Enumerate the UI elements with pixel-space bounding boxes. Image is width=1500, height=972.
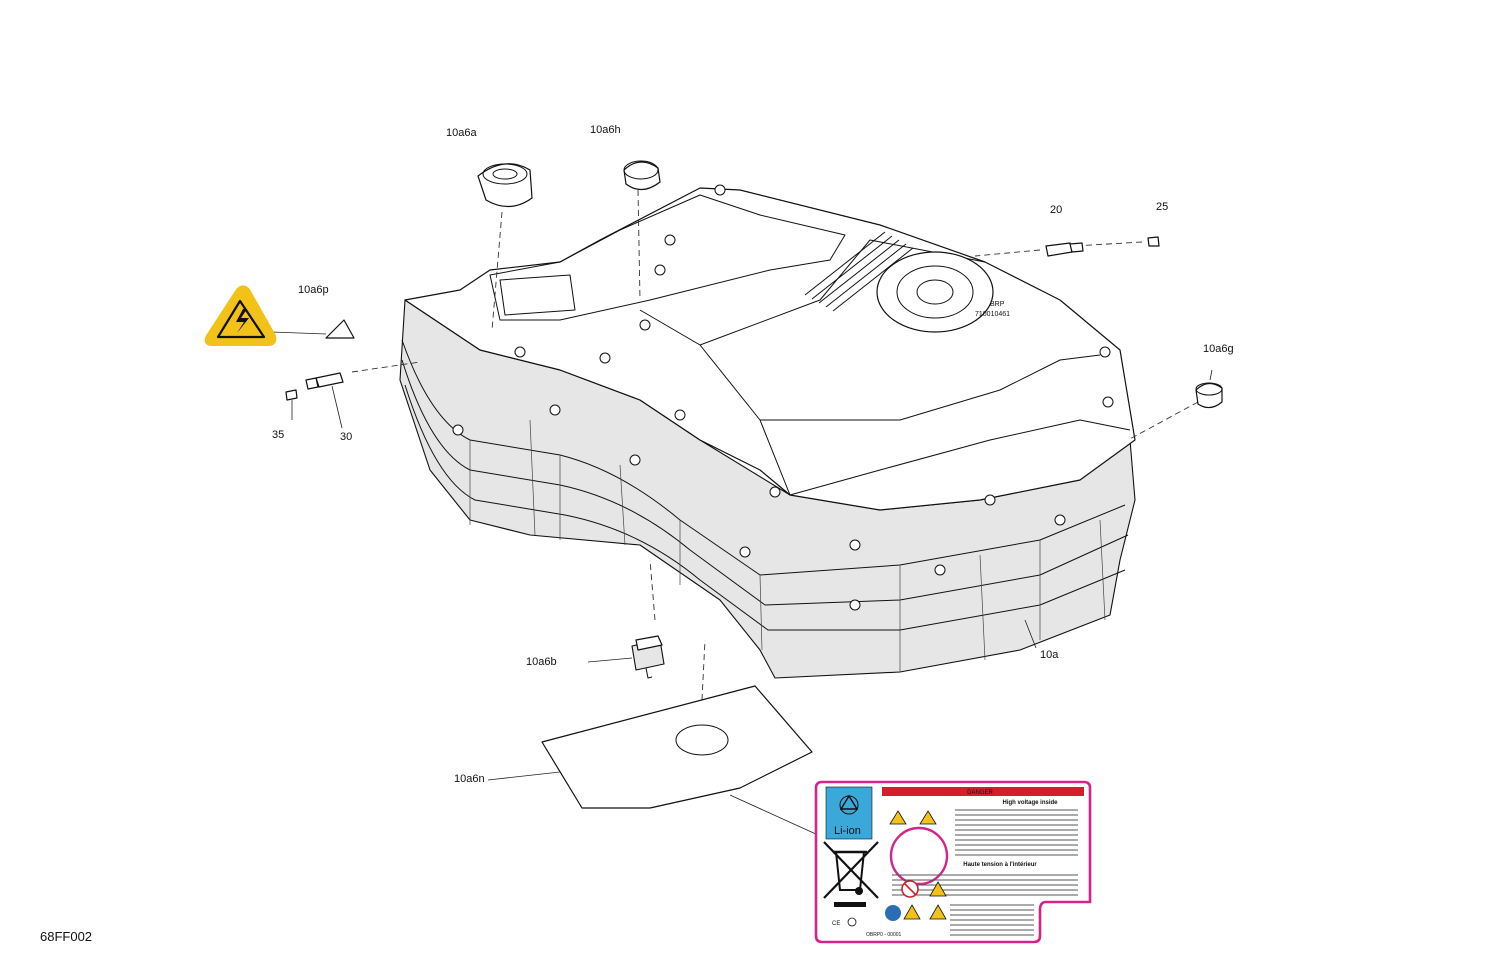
part-25-screw xyxy=(1147,236,1160,247)
corrosive-hazard-icon xyxy=(929,881,947,897)
part-10a6a-grommet xyxy=(477,163,533,208)
label-footer-text: OBRP0 - 00001 xyxy=(866,932,902,938)
electric-hazard-icon xyxy=(889,810,907,825)
ce-mark: CE xyxy=(832,921,840,927)
part-10a6b-connector xyxy=(631,635,665,679)
part-30-sensor xyxy=(305,372,344,390)
main-connector-port xyxy=(876,251,994,333)
toxic-hazard-icon xyxy=(929,904,947,920)
high-voltage-warning-icon xyxy=(204,285,277,346)
mounting-bolts xyxy=(452,184,1114,611)
english-title: High voltage inside xyxy=(1002,800,1058,806)
part-10a6g-plug xyxy=(1195,382,1223,409)
callout-10a6a: 10a6a xyxy=(446,127,477,139)
battery-type-text: Li-ion xyxy=(834,825,861,837)
housing-brand-mark: BRP xyxy=(990,301,1005,308)
part-35-screw xyxy=(285,389,298,401)
callout-20: 20 xyxy=(1050,204,1062,216)
housing-part-number: 710010461 xyxy=(975,311,1010,318)
danger-bar xyxy=(882,787,1084,796)
explosion-hazard-icon xyxy=(903,904,921,920)
french-title: Haute tension à l'intérieur xyxy=(963,862,1037,868)
callout-35: 35 xyxy=(272,429,284,441)
leader-lines xyxy=(271,331,1213,836)
danger-heading: DANGER xyxy=(967,790,993,796)
callout-10a6b: 10a6b xyxy=(526,656,557,668)
part-20-sensor xyxy=(1045,242,1084,257)
battery-housing: BRP 710010461 xyxy=(399,184,1136,679)
callout-10a6g: 10a6g xyxy=(1203,343,1234,355)
callout-10a: 10a xyxy=(1040,649,1059,661)
label-text-lines xyxy=(892,809,1078,936)
recycle-icon xyxy=(839,794,859,815)
callout-10a6n: 10a6n xyxy=(454,773,485,785)
crossed-bin-icon xyxy=(823,841,879,907)
part-10a6p-triangle-decal xyxy=(325,319,355,339)
battery-warning-label: Li-ion CE OBRP0 - 00001 DANGER High volt… xyxy=(814,780,1092,944)
callout-30: 30 xyxy=(340,431,352,443)
diagram-code: 68FF002 xyxy=(40,929,93,944)
read-manual-icon xyxy=(885,905,901,921)
fire-hazard-icon xyxy=(919,810,937,825)
part-10a6n-pad xyxy=(541,685,813,809)
callout-10a6h: 10a6h xyxy=(590,124,621,136)
label-ring xyxy=(889,826,949,886)
callout-25: 25 xyxy=(1156,201,1168,213)
cooling-fins xyxy=(804,231,914,312)
part-10a6h-cap xyxy=(623,160,661,191)
callout-10a6p: 10a6p xyxy=(298,284,329,296)
assembly-lines xyxy=(351,189,1199,741)
